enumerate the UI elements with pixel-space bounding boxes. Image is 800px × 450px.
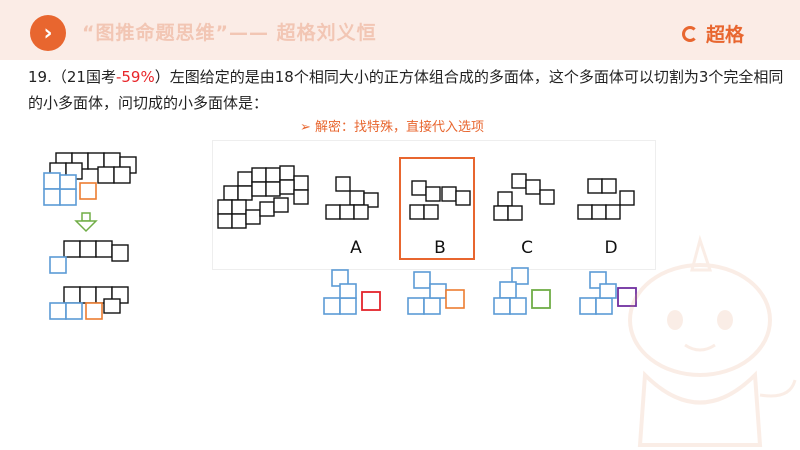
solution-hint: ➢ 解密：找特殊，直接代入选项 [300, 116, 484, 135]
selected-answer-highlight [399, 157, 475, 260]
question-accuracy-rate: -59% [115, 68, 155, 86]
question-text: 19.（21国考-59%）左图给定的是由18个相同大小的正方体组合成的多面体，这… [28, 64, 788, 116]
mascot-watermark [628, 234, 797, 447]
decomposition-figure [43, 152, 137, 320]
option-c-figure[interactable] [490, 172, 562, 226]
header-title: “图推命题思维”—— 超格刘义恒 [82, 22, 377, 44]
given-solid-top [43, 152, 137, 206]
option-a-analysis [323, 269, 381, 315]
brand-name: 超格 [706, 24, 745, 46]
down-arrow-icon [74, 212, 98, 233]
option-a-label[interactable]: A [350, 238, 362, 258]
hint-text: 解密：找特殊，直接代入选项 [315, 120, 485, 135]
given-solid [217, 165, 309, 229]
option-a-figure[interactable] [322, 175, 392, 225]
option-d-analysis [579, 271, 637, 315]
hint-marker-icon: ➢ [300, 120, 311, 135]
chevron-right-icon[interactable]: › [30, 15, 66, 51]
option-d-figure[interactable] [574, 175, 646, 225]
option-b-figure[interactable] [406, 175, 476, 225]
question-source-prefix: （21国考 [51, 68, 116, 86]
header-bar: › “图推命题思维”—— 超格刘义恒 超格 [0, 0, 800, 60]
brand-icon [682, 25, 698, 42]
question-number: 19. [28, 68, 52, 86]
brand-logo: 超格 [682, 20, 744, 47]
option-d-label[interactable]: D [604, 238, 618, 258]
option-c-analysis [493, 267, 551, 315]
cut-piece-bottom [49, 286, 129, 320]
question-body: 左图给定的是由18个相同大小的正方体组合成的多面体，这个多面体可以切割为3个完全… [28, 68, 784, 112]
cut-piece-middle [49, 240, 129, 274]
question-source-suffix: ） [154, 68, 170, 86]
option-b-label[interactable]: B [434, 238, 446, 258]
option-c-label[interactable]: C [521, 238, 533, 258]
option-b-analysis [407, 271, 465, 315]
